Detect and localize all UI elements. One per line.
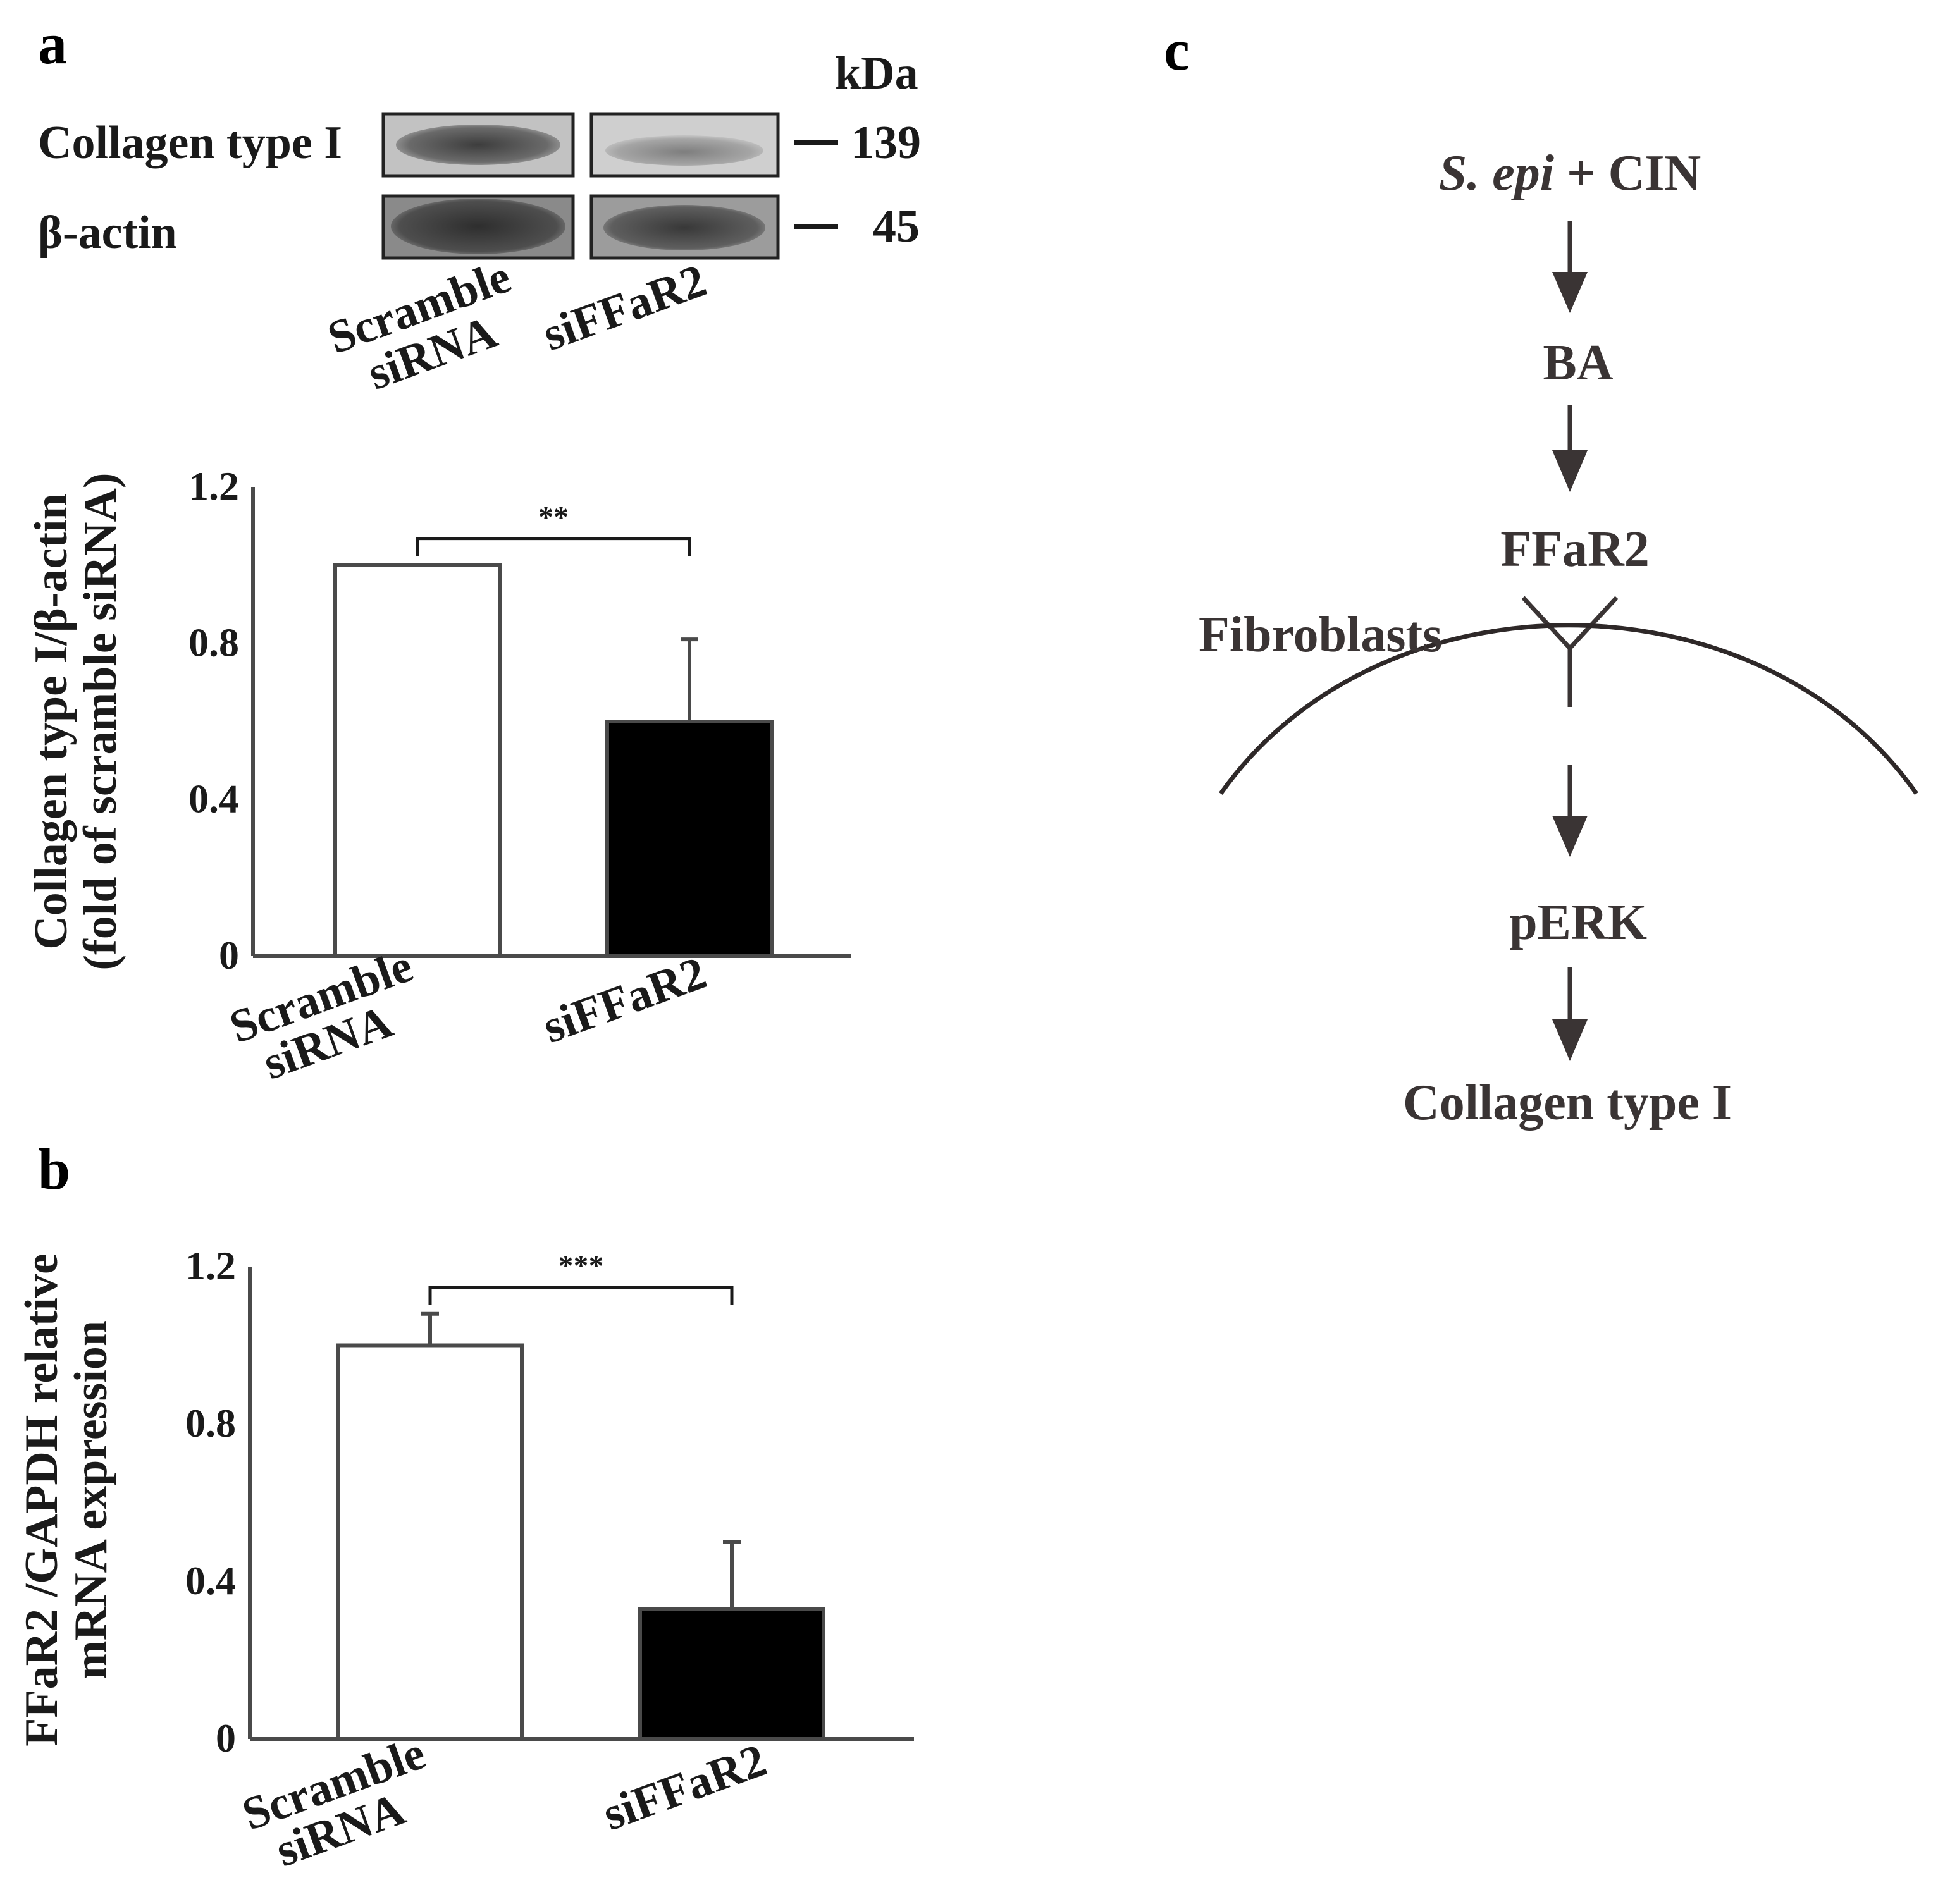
blot-lane-label-sifar2: siFFaR2 <box>536 255 713 361</box>
blot-band-collagen-sifar2-signal <box>605 135 763 166</box>
pathway-node-perk: pERK <box>1509 895 1647 950</box>
blot-row-label-actin: β-actin <box>38 207 177 259</box>
cell-membrane <box>1219 623 1918 795</box>
x-category-label: siFFaR2 <box>536 947 713 1053</box>
x-category-label-line: siFFaR2 <box>536 947 713 1053</box>
x-category-label: siFFaR2 <box>596 1735 773 1841</box>
receptor-icon <box>1521 596 1619 707</box>
blot-band-collagen-scramble-signal <box>396 125 560 165</box>
marker-label-139: 139 <box>851 117 921 169</box>
panel-a-letter: a <box>38 11 67 76</box>
y-tick-label: 0 <box>219 933 239 978</box>
y-tick-label: 0.4 <box>188 777 239 821</box>
membrane-label: Fibroblasts <box>1199 607 1442 663</box>
pathway-arrow-2 <box>1552 405 1588 492</box>
y-axis-title-line: mRNA expression <box>65 1320 117 1680</box>
pathway-node-ba: BA <box>1543 335 1613 391</box>
bar <box>638 1607 825 1741</box>
y-tick-label: 0.8 <box>185 1401 236 1446</box>
blot-kda-label: kDa <box>835 47 918 99</box>
y-axis-title: Collagen type I/β-actin(fold of scramble… <box>25 472 127 970</box>
y-tick-label: 0 <box>216 1716 236 1760</box>
blot-band-actin-sifar2-signal <box>603 205 765 250</box>
blot-band-actin-scramble-signal <box>391 199 565 254</box>
y-axis-title-line: Collagen type I/β-actin <box>25 493 77 949</box>
bar <box>605 720 774 958</box>
panel-c: c S. epi + CIN BA FFaR2 Fibroblasts pERK <box>1164 18 1918 1131</box>
pathway-node-ffar2: FFaR2 <box>1500 522 1650 577</box>
significance-bracket <box>416 537 691 556</box>
pathway-arrow-1 <box>1552 221 1588 313</box>
y-axis-title-line: FFaR2 /GAPDH relative <box>16 1253 68 1747</box>
y-tick-label: 0.4 <box>185 1558 236 1603</box>
x-category-label-line: siFFaR2 <box>596 1735 773 1841</box>
panel-b-letter: b <box>38 1137 70 1201</box>
pathway-source: S. epi + CIN <box>1439 145 1701 201</box>
bar <box>336 1343 524 1741</box>
blot-lane-label-scramble: Scramble siRNA <box>321 250 517 400</box>
pathway-node-collagen: Collagen type I <box>1403 1075 1732 1131</box>
marker-label-45: 45 <box>873 200 920 252</box>
significance-bracket <box>428 1286 734 1305</box>
y-axis-title-line: (fold of scramble siRNA) <box>75 472 127 970</box>
y-tick-label: 0.8 <box>188 620 239 665</box>
panel-a: a kDa Collagen type I β-actin <box>38 11 921 400</box>
significance-label: *** <box>559 1250 604 1283</box>
blot-row-label-collagen: Collagen type I <box>38 117 342 169</box>
panel-b-label-group: b <box>38 1137 70 1201</box>
pathway-arrow-4 <box>1552 967 1588 1061</box>
svg-text:siFFaR2: siFFaR2 <box>536 255 713 361</box>
significance-label: ** <box>538 501 569 534</box>
pathway-arrow-3 <box>1552 765 1588 857</box>
bar <box>333 563 502 958</box>
panel-c-letter: c <box>1164 18 1190 82</box>
y-tick-label: 1.2 <box>188 464 239 508</box>
y-tick-label: 1.2 <box>185 1243 236 1288</box>
